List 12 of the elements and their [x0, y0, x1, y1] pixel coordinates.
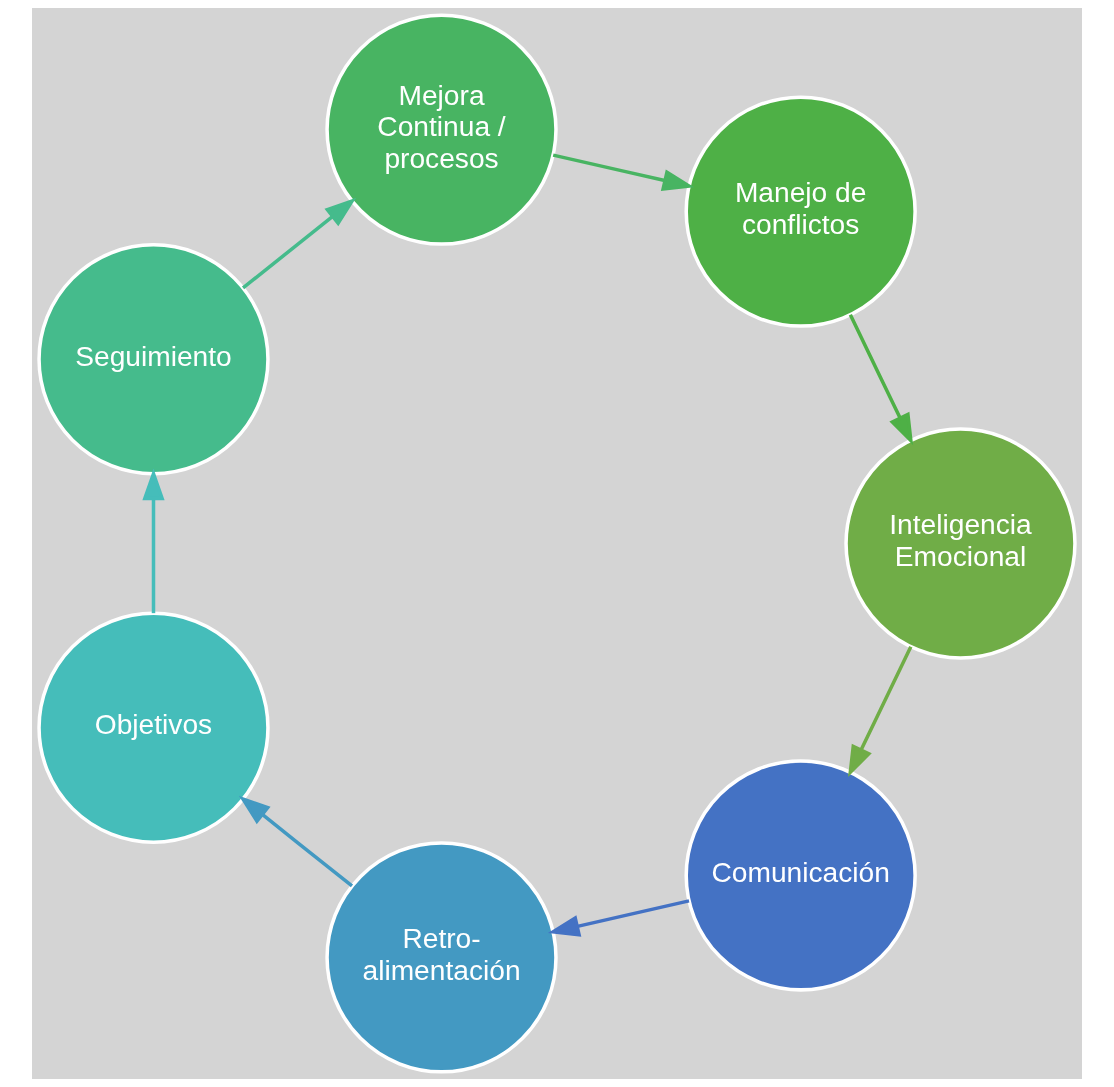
node-circle: Seguimiento [37, 243, 270, 476]
arrow [241, 197, 357, 290]
node-circle: Inteligencia Emocional [844, 427, 1077, 660]
arrow [547, 899, 690, 937]
node-circle: Retro- alimentación [325, 841, 558, 1074]
arrow [848, 645, 913, 778]
arrow [142, 468, 165, 614]
arrow [552, 153, 695, 192]
arrow [848, 314, 914, 446]
node-circle: Comunicación [684, 759, 917, 992]
arrow [238, 795, 354, 888]
node-circle: Manejo de conflictos [684, 95, 917, 328]
